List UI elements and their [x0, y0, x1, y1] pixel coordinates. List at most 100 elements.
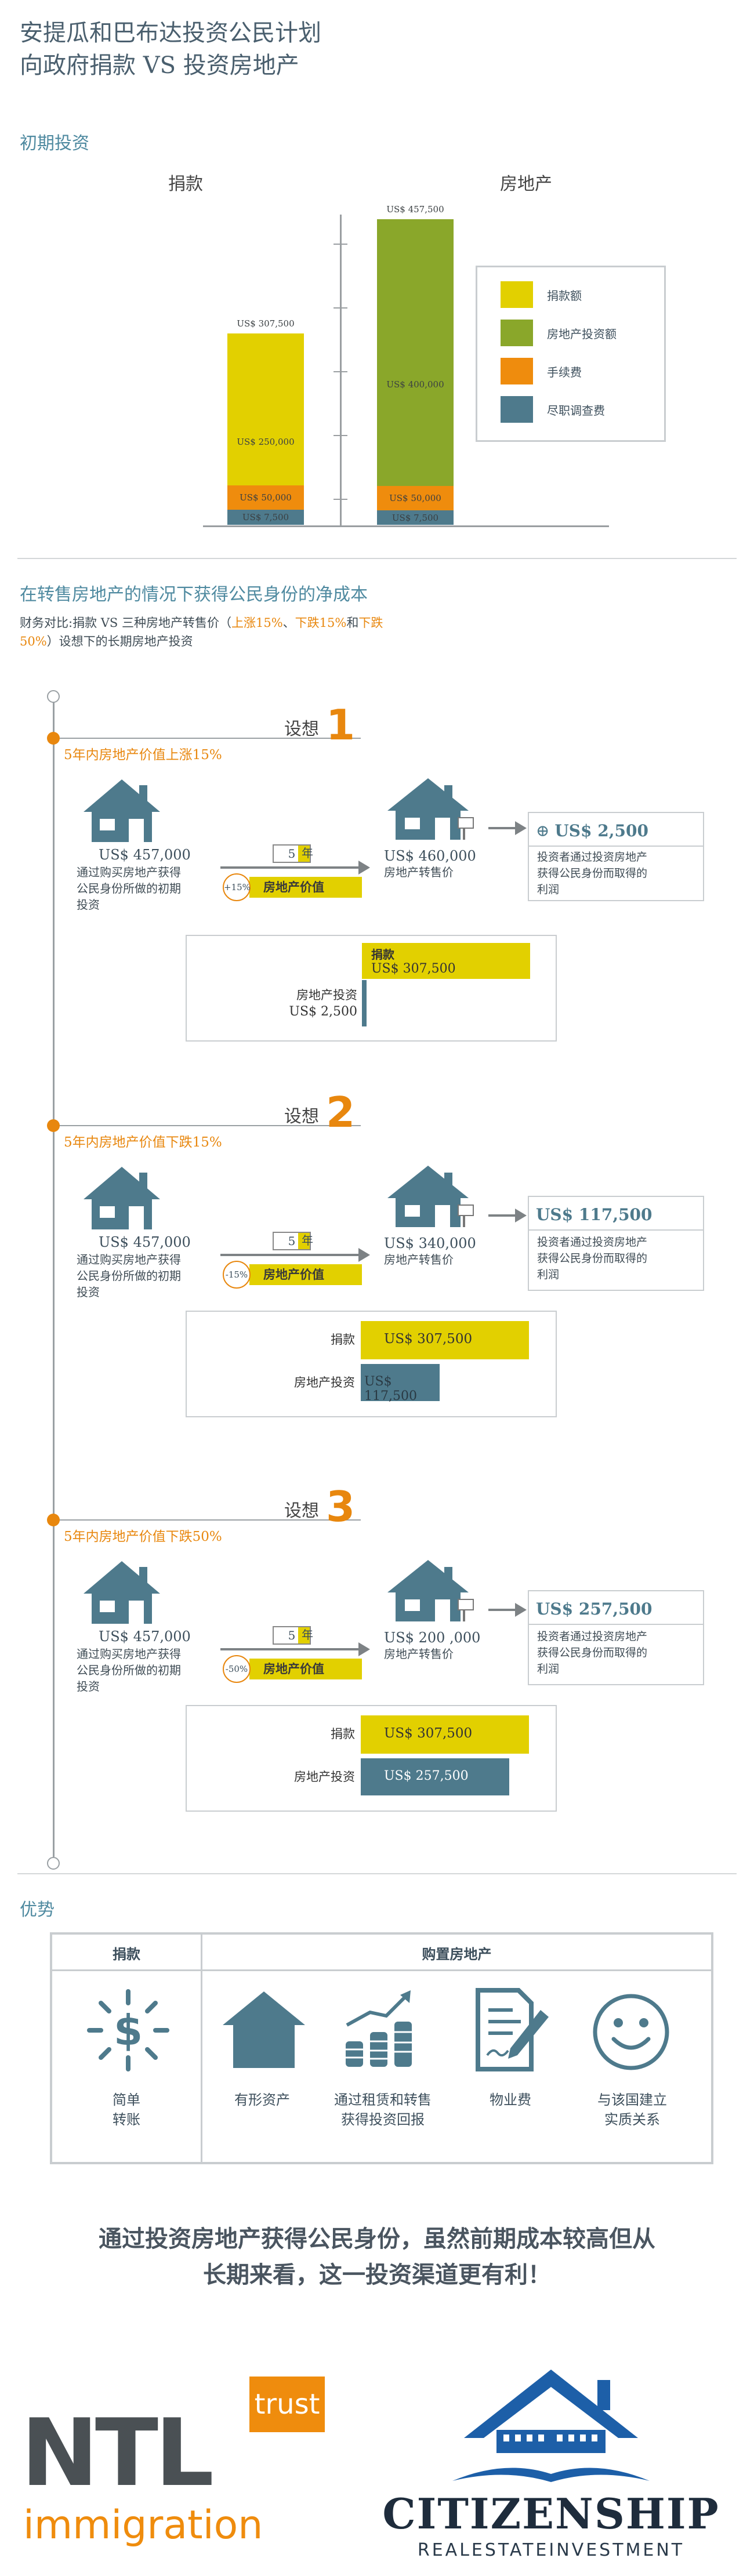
donation-compare-bar: US$ 307,500: [361, 1321, 529, 1359]
decline-arrow: [220, 1648, 360, 1650]
timeline-dot: [47, 1119, 60, 1132]
legend-item: 手续费: [501, 358, 582, 384]
section-divider: [17, 558, 737, 559]
sell-description: 房地产转售价: [384, 1253, 454, 1267]
donation-due-segment: US$ 7,500: [227, 510, 304, 525]
legend-item: 捐款额: [501, 281, 582, 308]
plus-circle-icon: ⊕: [536, 821, 555, 840]
result-box: ⊕ US$ 2,500 投资者通过投资房地产 获得公民身份而取得的 利润: [528, 812, 704, 901]
property-value-box: 房地产价值: [249, 877, 362, 898]
result-amount: US$ 257,500: [536, 1599, 652, 1619]
donation-amount-segment: US$ 250,000: [227, 333, 304, 485]
advantages-table: 捐款 购置房地产 $ 简单 转账 有形资产 通过租赁: [50, 1932, 713, 2164]
result-amount: ⊕ US$ 2,500: [536, 821, 648, 840]
legend-item: 房地产投资额: [501, 320, 617, 346]
realestate-amount-label: US$ 400,000: [386, 379, 444, 390]
comparison-box: US$ 307,500 捐款 US$ 257,500 房地产投资: [186, 1705, 557, 1812]
advantage-label: 简单 转账: [113, 2092, 140, 2128]
scenario-number: 1: [326, 701, 356, 749]
percent-change-badge: +15%: [223, 873, 251, 901]
buy-description: 通过购买房地产获得 公民身份所做的初期 投资: [77, 1253, 181, 1299]
page-title-line2: 向政府捐款 VS 投资房地产: [20, 52, 299, 79]
realestate-due-segment: US$ 7,500: [377, 510, 454, 525]
property-value-box: 房地产价值: [249, 1659, 362, 1679]
sell-description: 房地产转售价: [384, 865, 454, 879]
page-title-line1: 安提瓜和巴布达投资公民计划: [20, 20, 321, 46]
house-for-sale-icon: [387, 1560, 474, 1621]
timeline-start-marker: [47, 690, 60, 703]
net-cost-heading: 在转售房地产的情况下获得公民身份的净成本: [20, 585, 368, 605]
advantage-label: 物业费: [490, 2092, 531, 2108]
advantage-label: 有形资产: [234, 2092, 290, 2108]
advantage-label: 通过租赁和转售 获得投资回报: [334, 2092, 432, 2128]
advantages-realestate-header: 购置房地产: [422, 1946, 492, 1962]
buy-price: US$ 457,000: [99, 1628, 191, 1645]
timeline-line: [53, 691, 55, 1857]
advantage-label: 与该国建立 实质关系: [597, 2092, 667, 2128]
net-cost-description: 财务对比:捐款 VS 三种房地产转售价（上涨15%、下跌15%和下跌 50%）设…: [20, 616, 383, 648]
buy-price: US$ 457,000: [99, 847, 191, 863]
coins-growth-icon: [346, 1990, 412, 2067]
years-tag: 5: [273, 1626, 311, 1645]
timeline-dot: [47, 732, 60, 745]
house-icon: [84, 779, 160, 842]
decline-arrow: [220, 1254, 360, 1256]
realestate-fee-segment: US$ 50,000: [377, 486, 454, 510]
donation-total-label: US$ 307,500: [237, 318, 295, 329]
comparison-box: 捐款 US$ 307,500 房地产投资 US$ 2,500: [186, 935, 557, 1042]
legend-item: 尽职调查费: [501, 396, 605, 423]
initial-investment-heading: 初期投资: [20, 133, 89, 154]
realestate-total-label: US$ 457,500: [386, 204, 444, 215]
donation-stacked-bar: US$ 307,500 US$ 250,000 US$ 50,000 US$ 7…: [227, 318, 304, 525]
growth-arrow: [220, 866, 360, 869]
buy-description: 通过购买房地产获得 公民身份所做的初期 投资: [77, 865, 181, 912]
sell-price: US$ 200 ,000: [384, 1630, 481, 1646]
conclusion-text: 通过投资房地产获得公民身份，虽然前期成本较高但从 长期来看，这一投资渠道更有利！: [99, 2225, 655, 2288]
donation-fee-segment: US$ 50,000: [227, 485, 304, 510]
dollar-icon: $: [87, 1989, 169, 2071]
realestate-compare-bar: US$ 257,500: [361, 1758, 509, 1795]
result-description: 投资者通过投资房地产 获得公民身份而取得的 利润: [537, 851, 648, 896]
result-description: 投资者通过投资房地产 获得公民身份而取得的 利润: [537, 1630, 648, 1675]
realestate-compare-bar: [362, 980, 367, 1026]
result-description: 投资者通过投资房地产 获得公民身份而取得的 利润: [537, 1236, 648, 1281]
chart-baseline: [203, 525, 609, 527]
chart-divider: [340, 215, 342, 525]
ntl-immigration-logo: NTL trust immigration: [21, 2377, 325, 2562]
donation-fee-label: US$ 50,000: [240, 492, 292, 503]
smiley-icon: [593, 1994, 669, 2070]
timeline-end-marker: [47, 1857, 60, 1870]
comparison-box: US$ 307,500 捐款 US$ 117,500 房地产投资: [186, 1311, 557, 1417]
scenario-header: 5年内房地产价值上涨15%: [64, 748, 222, 763]
citizenship-logo: CITIZENSHIP REALESTATEINVESTMENT: [371, 2366, 731, 2569]
realestate-due-label: US$ 7,500: [392, 513, 439, 523]
advantages-heading: 优势: [20, 1900, 55, 1920]
percent-change-badge: -15%: [223, 1261, 251, 1289]
percent-change-badge: -50%: [223, 1655, 251, 1683]
sell-description: 房地产转售价: [384, 1647, 454, 1661]
scenario-2: 设想 2 5年内房地产价值下跌15% US$ 457,000 通过购买房地产获得…: [0, 1088, 754, 1473]
scenario-header: 5年内房地产价值下跌15%: [64, 1135, 222, 1150]
sell-price: US$ 340,000: [384, 1235, 476, 1251]
realestate-amount-segment: US$ 400,000: [377, 219, 454, 486]
house-icon: [223, 1991, 305, 2068]
house-roof-logo-icon: [452, 2370, 650, 2482]
buy-price: US$ 457,000: [99, 1234, 191, 1250]
scenario-3: 设想 3 5年内房地产价值下跌50% US$ 457,000 通过购买房地产获得…: [0, 1482, 754, 1867]
buy-description: 通过购买房地产获得 公民身份所做的初期 投资: [77, 1647, 181, 1693]
timeline-dot: [47, 1514, 60, 1526]
scenario-header: 5年内房地产价值下跌50%: [64, 1529, 222, 1544]
donation-compare-bar: US$ 307,500: [361, 1715, 529, 1754]
realestate-compare-bar: US$ 117,500: [361, 1364, 440, 1403]
house-for-sale-icon: [387, 1166, 474, 1227]
scenario-1: 设想 1 5年内房地产价值上涨15% US$ 457,000 通过购买房地产获得…: [0, 701, 754, 1097]
property-value-box: 房地产价值: [249, 1264, 362, 1285]
scenario-number: 3: [326, 1482, 356, 1531]
trust-badge: trust: [249, 2377, 325, 2432]
realestate-fee-label: US$ 50,000: [389, 493, 441, 503]
result-amount: US$ 117,500: [536, 1205, 652, 1224]
sell-price: US$ 460,000: [384, 848, 476, 864]
document-pen-icon: [476, 1988, 549, 2071]
chart-legend: 捐款额 房地产投资额 手续费 尽职调查费: [476, 266, 666, 442]
house-icon: [84, 1561, 160, 1624]
